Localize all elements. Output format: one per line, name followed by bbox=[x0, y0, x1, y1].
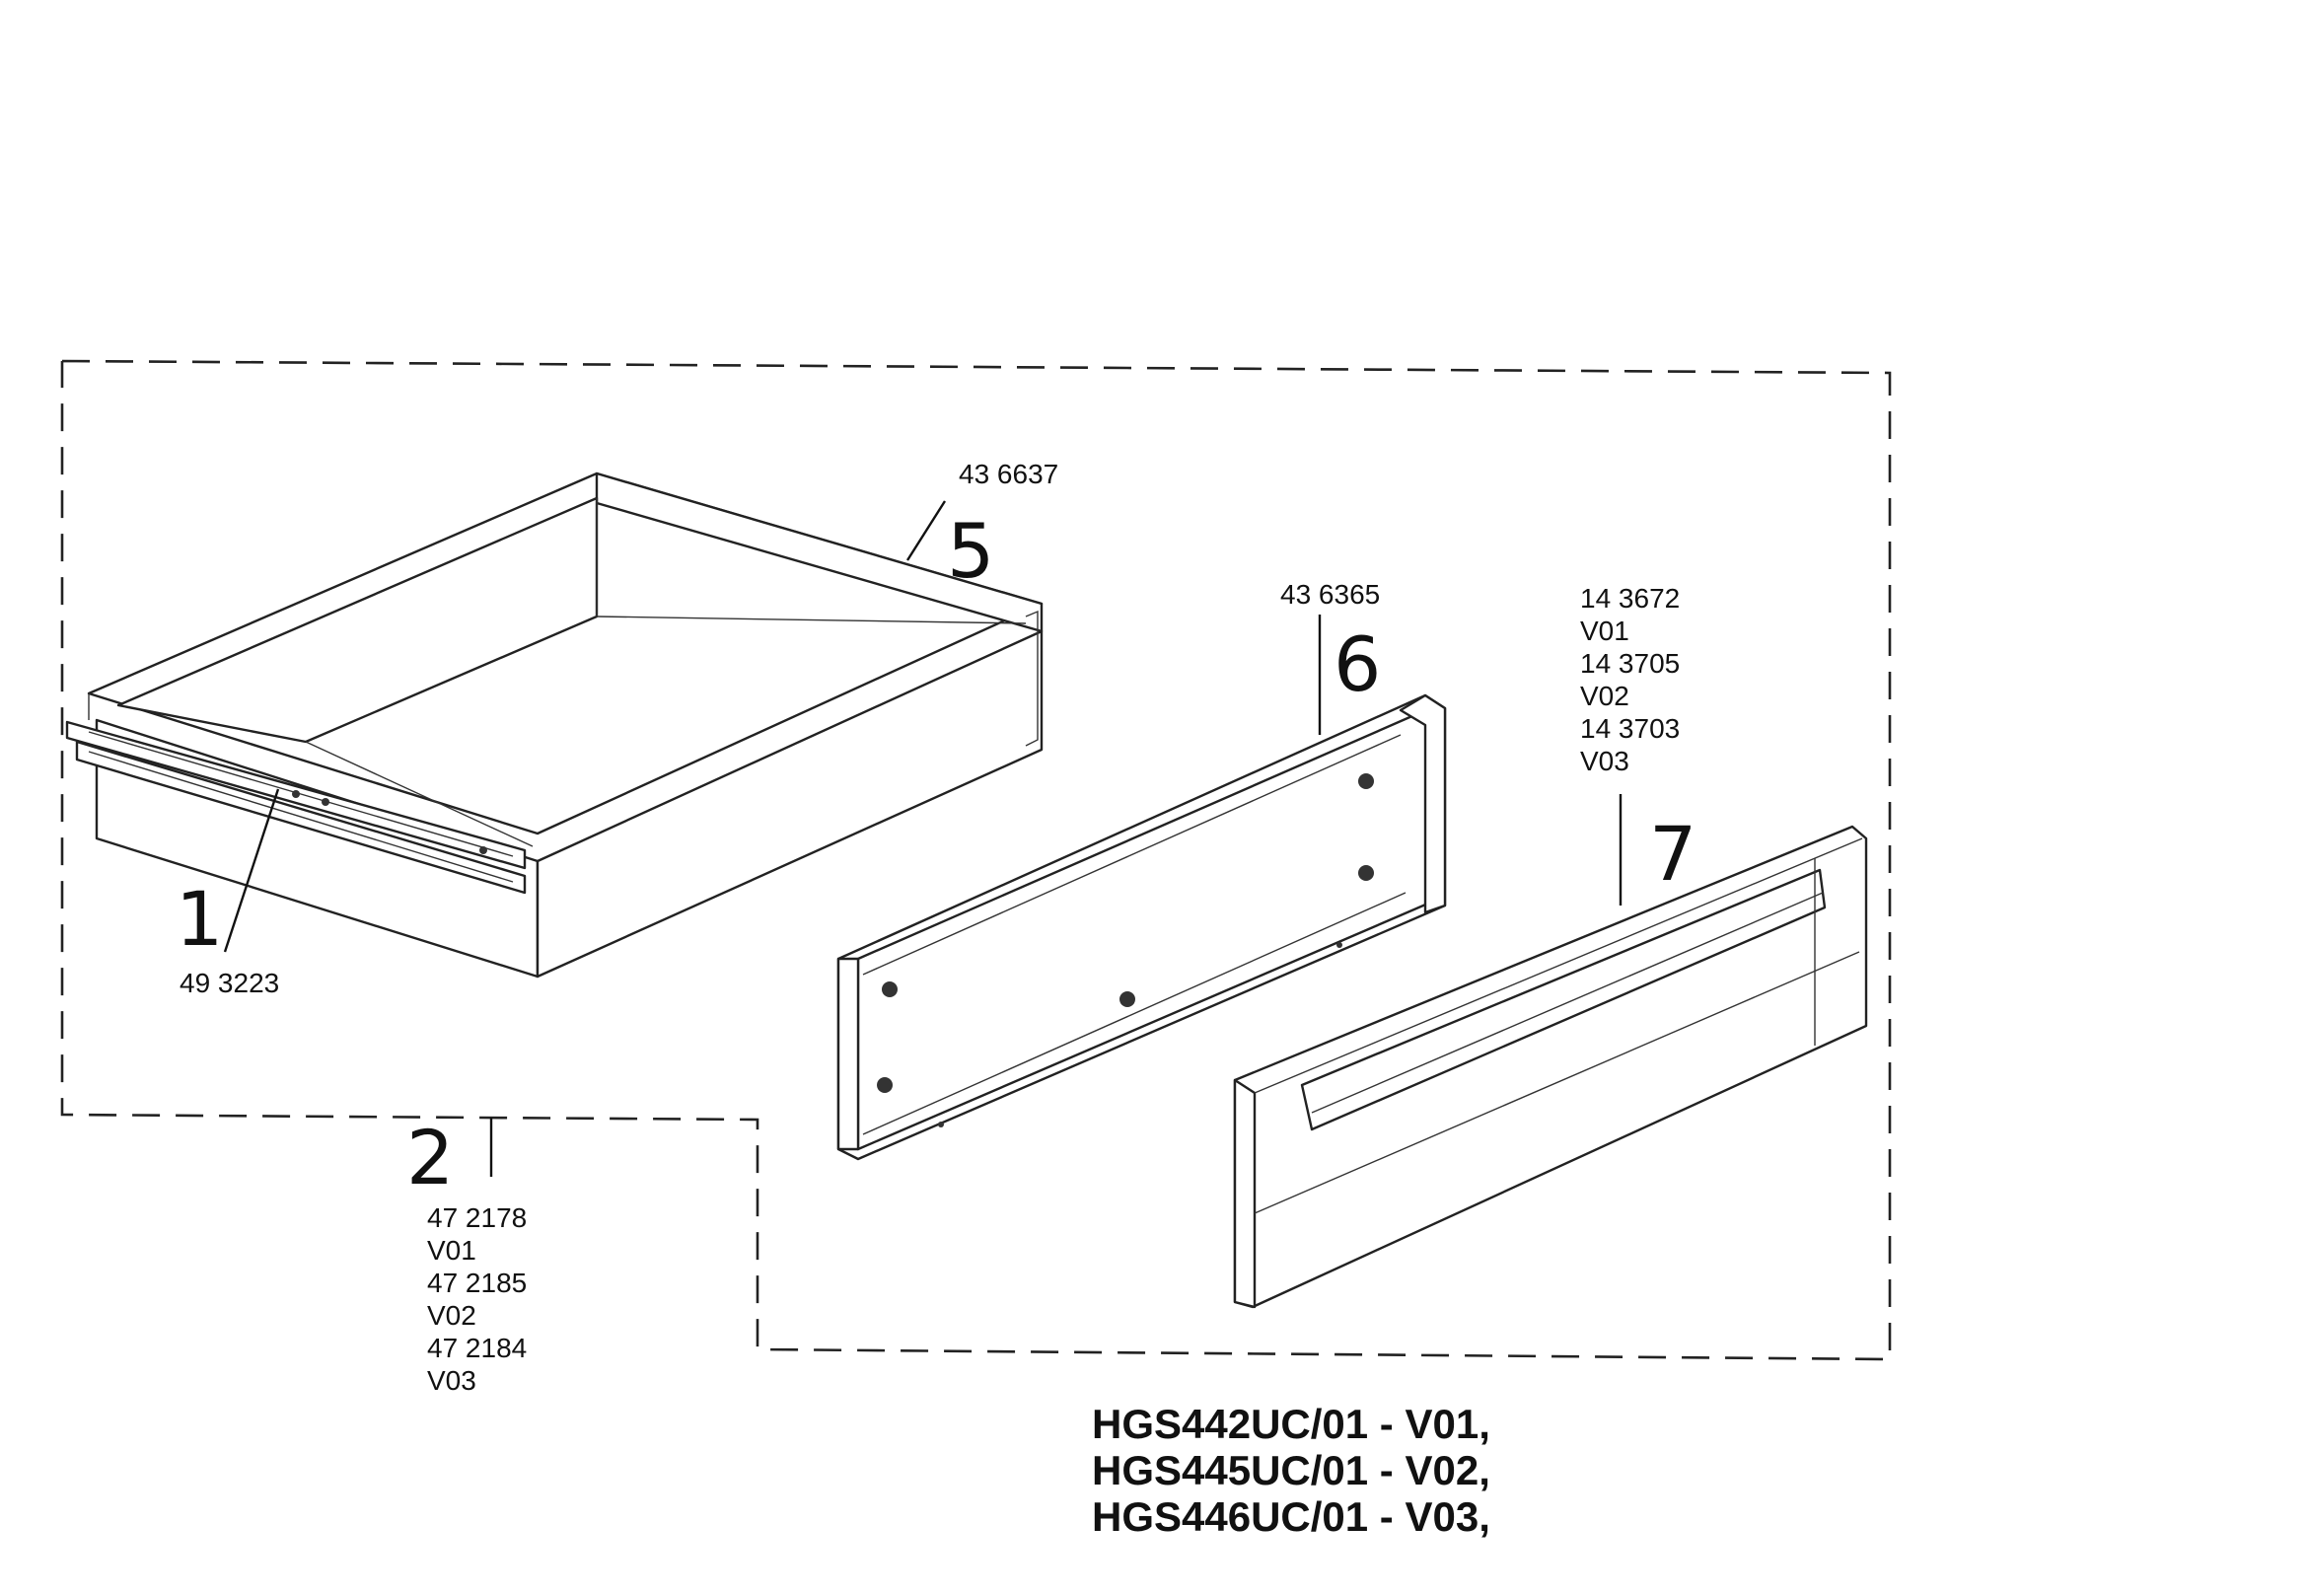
model-line-2: HGS445UC/01 - V02, bbox=[1092, 1447, 1490, 1493]
assembly-number-2: V01 bbox=[427, 1235, 476, 1266]
front-panel-number-6: V03 bbox=[1580, 746, 1629, 776]
drawer-part-number: 43 6637 bbox=[959, 459, 1058, 489]
leader-slide bbox=[223, 788, 280, 953]
slide-callout: 1 bbox=[176, 875, 223, 963]
assembly-boundary bbox=[60, 359, 1892, 1361]
assembly-number-1: 47 2178 bbox=[427, 1202, 527, 1233]
assembly-callout: 2 bbox=[406, 1114, 454, 1201]
leader-drawer bbox=[905, 500, 947, 561]
inner-panel bbox=[836, 693, 1447, 1161]
assembly-number-6: V03 bbox=[427, 1365, 476, 1396]
front-panel bbox=[1233, 825, 1868, 1309]
front-panel-number-5: 14 3703 bbox=[1580, 713, 1680, 744]
drawer-box bbox=[87, 472, 1044, 979]
front-panel-callout: 7 bbox=[1649, 810, 1696, 898]
assembly-number-5: 47 2184 bbox=[427, 1333, 527, 1363]
front-panel-number-1: 14 3672 bbox=[1580, 583, 1680, 614]
slide-part-number: 49 3223 bbox=[180, 968, 279, 998]
front-panel-number-2: V01 bbox=[1580, 616, 1629, 646]
assembly-number-3: 47 2185 bbox=[427, 1268, 527, 1298]
inner-panel-callout: 6 bbox=[1334, 620, 1381, 708]
assembly-number-4: V02 bbox=[427, 1300, 476, 1331]
inner-panel-part-number: 43 6365 bbox=[1280, 579, 1380, 610]
model-line-1: HGS442UC/01 - V01, bbox=[1092, 1401, 1490, 1447]
drawer-slide bbox=[65, 720, 527, 895]
drawer-callout: 5 bbox=[947, 507, 994, 595]
model-line-3: HGS446UC/01 - V03, bbox=[1092, 1493, 1490, 1540]
front-panel-number-3: 14 3705 bbox=[1580, 648, 1680, 679]
front-panel-number-4: V02 bbox=[1580, 681, 1629, 711]
